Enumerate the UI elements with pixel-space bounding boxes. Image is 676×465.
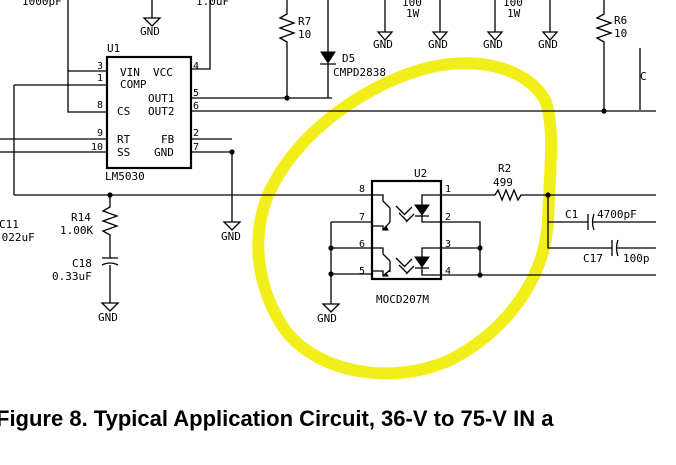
ic-u1: U1 LM5030 VIN COMP CS RT SS 3 1 8 9 10 V… [91, 42, 199, 183]
resistor-r6: R6 10 [595, 0, 627, 110]
u1-ref: U1 [107, 42, 120, 55]
c17-value: 100p [623, 252, 650, 265]
r7-value: 10 [298, 28, 311, 41]
gnd-label: GND [317, 312, 337, 325]
u1-pin-number: 6 [193, 101, 199, 112]
left-bottom-components: C11 .022uF R14 1.00K C18 0.33uF GND [0, 195, 120, 324]
resistor-r7: R7 10 [278, 0, 311, 98]
u1-pin-name: OUT1 [148, 92, 175, 105]
u2-pin-number: 8 [359, 184, 365, 195]
u1-pin-number: 7 [193, 142, 199, 153]
u1-pin-number: 4 [193, 61, 199, 72]
u2-pin-number: 1 [445, 184, 451, 195]
schematic-diagram: 1000pF 1.0uF 100 1W 100 1W C GND GND GND… [0, 0, 656, 380]
r2-value: 499 [493, 176, 513, 189]
u1-pin-number: 1 [97, 73, 103, 84]
r14-value: 1.00K [60, 224, 93, 237]
capacitor-c17: C17 100p [547, 222, 656, 265]
gnd-label: GND [140, 25, 160, 38]
u2-pin-number: 7 [359, 212, 365, 223]
u1-pin-name: SS [117, 146, 130, 159]
gnd-label: GND [428, 38, 448, 51]
c11-ref: C11 [0, 218, 19, 231]
u1-pin-name: VCC [153, 66, 173, 79]
gnd-label: GND [221, 230, 241, 243]
u1-pin-name: CS [117, 105, 130, 118]
cap-right-value: 1.0uF [196, 0, 229, 8]
u2-left-wiring: GND [317, 221, 372, 325]
r6-value: 10 [614, 27, 627, 40]
c18-ref: C18 [72, 257, 92, 270]
gnd-label: GND [373, 38, 393, 51]
gnd-label: GND [98, 311, 118, 324]
u2-pin-number: 2 [445, 212, 451, 223]
d5-part: CMPD2838 [333, 66, 386, 79]
u1-wiring: GND [0, 0, 656, 243]
u2-right-wiring: R2 499 [441, 162, 656, 276]
u1-pin-number: 3 [97, 61, 103, 72]
c18-value: 0.33uF [52, 270, 92, 283]
u2-part: MOCD207M [376, 293, 429, 306]
u1-pin-number: 5 [193, 88, 199, 99]
u2-pin-number: 4 [445, 266, 451, 277]
u1-part: LM5030 [105, 170, 145, 183]
res-b-value: 100 [503, 0, 523, 9]
c17-ref: C17 [583, 252, 603, 265]
u2-pin-number: 3 [445, 239, 451, 250]
r2-ref: R2 [498, 162, 511, 175]
r14-ref: R14 [71, 211, 91, 224]
u1-pin-name: OUT2 [148, 105, 175, 118]
u1-pin-number: 10 [91, 142, 103, 153]
gnd-label: GND [538, 38, 558, 51]
capacitor-c1: C1 4700pF [547, 195, 656, 231]
c1-ref: C1 [565, 208, 578, 221]
u2-ref: U2 [414, 167, 427, 180]
ic-u2: U2 MOCD207M 8 7 6 5 1 2 3 4 [359, 167, 451, 306]
u1-pin-number: 2 [193, 128, 199, 139]
diode-d5: D5 CMPD2838 [320, 0, 386, 98]
top-fragments: 1000pF 1.0uF 100 1W 100 1W C GND GND GND… [22, 0, 647, 83]
r6-ref: R6 [614, 14, 627, 27]
u1-pin-name: FB [161, 133, 175, 146]
res-a-value: 100 [402, 0, 422, 9]
gnd-label: GND [483, 38, 503, 51]
u2-pin-number: 6 [359, 239, 365, 250]
cap-left-value: 1000pF [22, 0, 62, 8]
res-b-watt: 1W [507, 7, 521, 20]
u2-pin-number: 5 [359, 266, 365, 277]
u1-pin-name: GND [154, 146, 174, 159]
c1-value: 4700pF [597, 208, 637, 221]
u1-pin-number: 8 [97, 100, 103, 111]
u1-pin-name: VIN [120, 66, 140, 79]
c11-value: .022uF [0, 231, 35, 244]
figure-caption: Figure 8. Typical Application Circuit, 3… [0, 406, 554, 431]
edge-fragment: C [640, 70, 647, 83]
u1-pin-name: RT [117, 133, 131, 146]
u1-pin-name: COMP [120, 78, 147, 91]
r7-ref: R7 [298, 15, 311, 28]
u1-pin-number: 9 [97, 128, 103, 139]
res-a-watt: 1W [406, 7, 420, 20]
d5-ref: D5 [342, 52, 355, 65]
